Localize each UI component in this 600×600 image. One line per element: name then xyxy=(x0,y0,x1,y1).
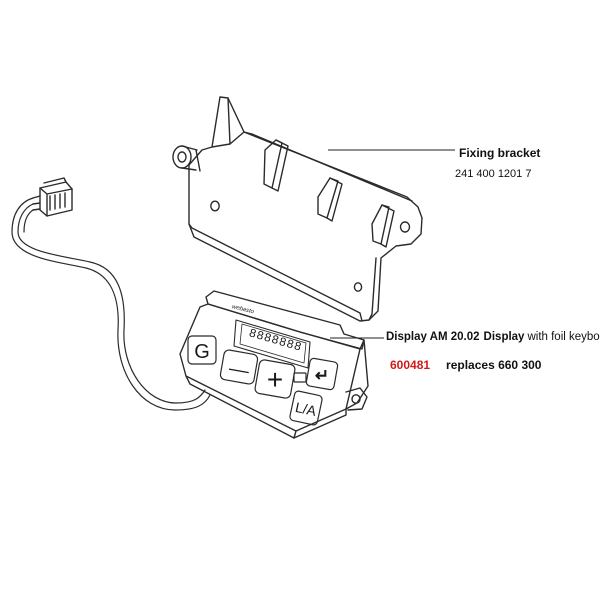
key-enter-label: ↵ xyxy=(315,366,329,385)
fixing-bracket xyxy=(172,96,423,322)
lcd-display xyxy=(233,319,311,369)
replaces-note: replaces 660 300 xyxy=(446,358,542,372)
key-plus-frame xyxy=(254,359,296,399)
fixing-bracket-label: Fixing bracket xyxy=(459,146,541,160)
connector-plug xyxy=(32,177,73,217)
key-minus-label: — xyxy=(227,357,251,382)
order-number: 600481 xyxy=(390,358,431,372)
key-g-label: G xyxy=(194,341,210,363)
key-la-frame xyxy=(289,390,323,426)
display-name: Display AM 20.02 xyxy=(386,331,480,343)
indicator-box xyxy=(293,372,307,383)
key-enter-frame xyxy=(305,357,339,391)
order-row: 600481 replaces 660 300 xyxy=(390,358,541,372)
brand-logo-text: webasto xyxy=(231,304,255,315)
display-unit-housing xyxy=(179,290,369,439)
display-description: with foil keyboard xyxy=(527,331,600,343)
key-plus-label: + xyxy=(267,364,283,395)
key-g-frame xyxy=(187,335,217,365)
key-minus-frame xyxy=(219,349,259,385)
display-prefix: Display xyxy=(483,331,525,343)
key-la-label: L/A xyxy=(294,399,319,419)
fixing-bracket-part-number: 241 400 1201 7 xyxy=(455,168,532,180)
connection-cable xyxy=(11,197,211,411)
